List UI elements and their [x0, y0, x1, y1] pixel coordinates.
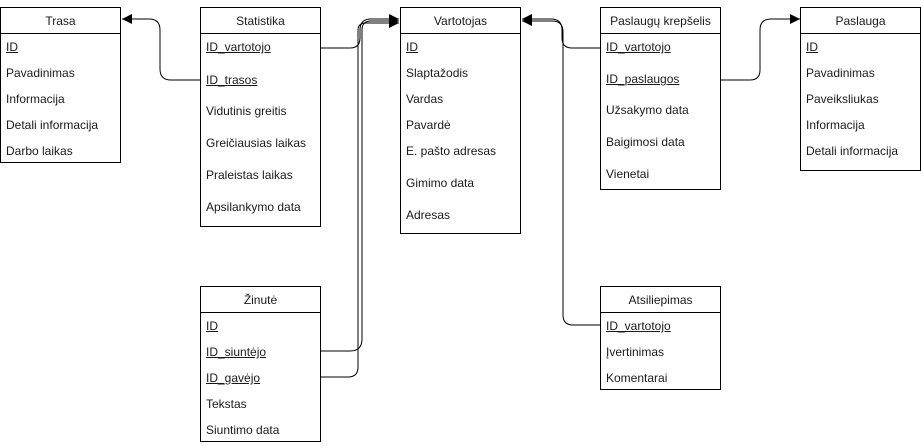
entity-vartotojas[interactable]: Vartotojas ID Slaptažodis Vardas Pavardė… [400, 7, 521, 234]
entity-paslaugu-krepselis[interactable]: Paslaugų krepšelis ID_vartotojo ID_pasla… [600, 7, 721, 190]
field-pavadinimas: Pavadinimas [6, 66, 75, 80]
field-greiciausias-laikas: Greičiausias laikas [206, 136, 307, 150]
entity-trasa[interactable]: Trasa ID Pavadinimas Informacija Detali … [0, 7, 121, 163]
field-siuntimo-data: Siuntimo data [206, 423, 280, 437]
field-paveiksliukas: Paveiksliukas [806, 92, 879, 106]
field-vienetai: Vienetai [606, 167, 650, 181]
field-ivertinimas: Įvertinimas [606, 345, 665, 359]
field-id: ID [6, 40, 18, 54]
field-darbo-laikas: Darbo laikas [6, 144, 73, 158]
field-vardas: Vardas [406, 92, 444, 106]
relation-krepselis-vartotojas [522, 14, 600, 49]
relation-statistika-vartotojas [320, 14, 399, 49]
relation-krepselis-paslauga [720, 14, 800, 81]
entity-title: Trasa [1, 8, 120, 34]
field-komentarai: Komentarai [606, 371, 668, 385]
relation-atsiliepimas-vartotojas [522, 16, 600, 326]
field-pavarde: Pavardė [406, 118, 451, 132]
entity-title: Žinutė [201, 287, 320, 313]
field-tekstas: Tekstas [206, 397, 247, 411]
field-praleistas-laikas: Praleistas laikas [206, 168, 293, 182]
entity-zinute[interactable]: Žinutė ID ID_siuntėjo ID_gavėjo Tekstas … [200, 286, 321, 442]
field-detali-informacija: Detali informacija [6, 118, 99, 132]
field-id-trasos: ID_trasos [206, 73, 258, 87]
field-uzsakymo-data: Užsakymo data [606, 103, 689, 117]
entity-paslauga[interactable]: Paslauga ID Pavadinimas Paveiksliukas In… [800, 7, 921, 171]
field-vidutinis-greitis: Vidutinis greitis [206, 104, 287, 118]
entity-atsiliepimas[interactable]: Atsiliepimas ID_vartotojo Įvertinimas Ko… [600, 286, 721, 390]
field-informacija: Informacija [6, 92, 65, 106]
field-baigimosi-data: Baigimosi data [606, 135, 685, 149]
relation-zinute-gavejo-vartotojas [320, 18, 399, 378]
entity-title: Atsiliepimas [601, 287, 720, 313]
field-apsilankymo-data: Apsilankymo data [206, 200, 301, 214]
field-adresas: Adresas [406, 208, 451, 222]
field-id-paslaugos: ID_paslaugos [606, 72, 680, 86]
field-slaptazodis: Slaptažodis [406, 66, 469, 80]
field-id: ID [806, 40, 818, 54]
field-id-gavejo: ID_gavėjo [206, 371, 261, 385]
entity-title: Statistika [201, 8, 320, 34]
field-id-vartotojo: ID_vartotojo [606, 40, 671, 54]
field-detali-informacija: Detali informacija [806, 144, 899, 158]
field-id: ID [206, 319, 218, 333]
field-informacija: Informacija [806, 118, 865, 132]
entity-title: Vartotojas [401, 8, 520, 34]
field-id-vartotojo: ID_vartotojo [206, 40, 271, 54]
field-gimimo-data: Gimimo data [406, 176, 475, 190]
field-el-pasto-adresas: E. pašto adresas [406, 144, 497, 158]
field-pavadinimas: Pavadinimas [806, 66, 875, 80]
entity-title: Paslaugų krepšelis [601, 8, 720, 34]
field-id-vartotojo: ID_vartotojo [606, 319, 671, 333]
entity-statistika[interactable]: Statistika ID_vartotojo ID_trasos Viduti… [200, 7, 321, 227]
relation-zinute-siuntejo-vartotojas [320, 16, 399, 352]
field-id: ID [406, 40, 418, 54]
entity-title: Paslauga [801, 8, 920, 34]
relation-statistika-trasa [122, 14, 200, 81]
field-id-siuntejo: ID_siuntėjo [206, 345, 267, 359]
